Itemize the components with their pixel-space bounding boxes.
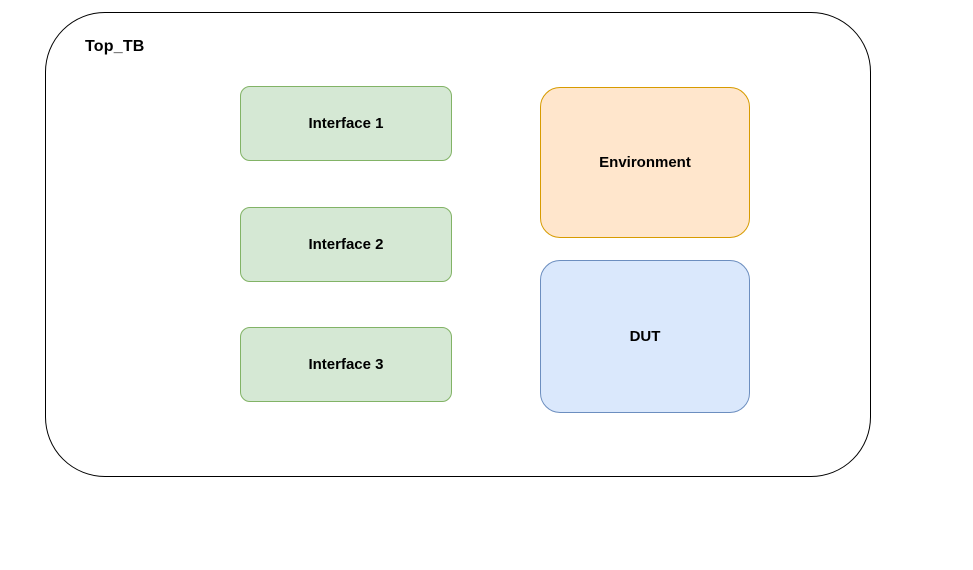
environment-box: Environment: [540, 87, 750, 238]
interface-1-box: Interface 1: [240, 86, 452, 161]
dut-label: DUT: [629, 328, 661, 345]
top-tb-label: Top_TB: [85, 38, 145, 55]
interface-2-box: Interface 2: [240, 207, 452, 282]
environment-label: Environment: [599, 154, 691, 171]
dut-box: DUT: [540, 260, 750, 413]
interface-2-label: Interface 2: [308, 236, 384, 253]
top-tb-container-box: [45, 12, 871, 477]
interface-1-label: Interface 1: [308, 115, 384, 132]
interface-3-box: Interface 3: [240, 327, 452, 402]
interface-3-label: Interface 3: [308, 356, 384, 373]
